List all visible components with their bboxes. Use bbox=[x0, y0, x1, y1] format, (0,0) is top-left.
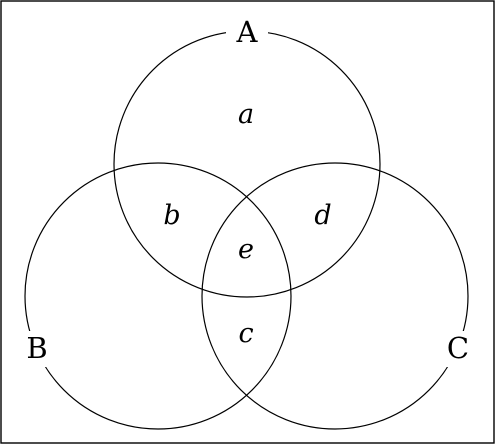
set-a-label-mask bbox=[226, 14, 268, 48]
region-only-a-label: a bbox=[238, 99, 254, 130]
set-b-label: B bbox=[26, 331, 47, 365]
region-a-c-label: d bbox=[314, 200, 331, 231]
region-a-b-label: b bbox=[163, 200, 180, 231]
set-c-label: C bbox=[447, 331, 469, 365]
set-c-circle bbox=[201, 162, 469, 430]
region-b-c-label: c bbox=[238, 318, 253, 349]
set-a-label: A bbox=[236, 15, 259, 49]
set-c-label-mask bbox=[439, 331, 475, 367]
region-a-b-c-label: e bbox=[238, 234, 254, 265]
set-b-label-mask bbox=[18, 331, 54, 367]
set-b-circle bbox=[24, 162, 292, 430]
